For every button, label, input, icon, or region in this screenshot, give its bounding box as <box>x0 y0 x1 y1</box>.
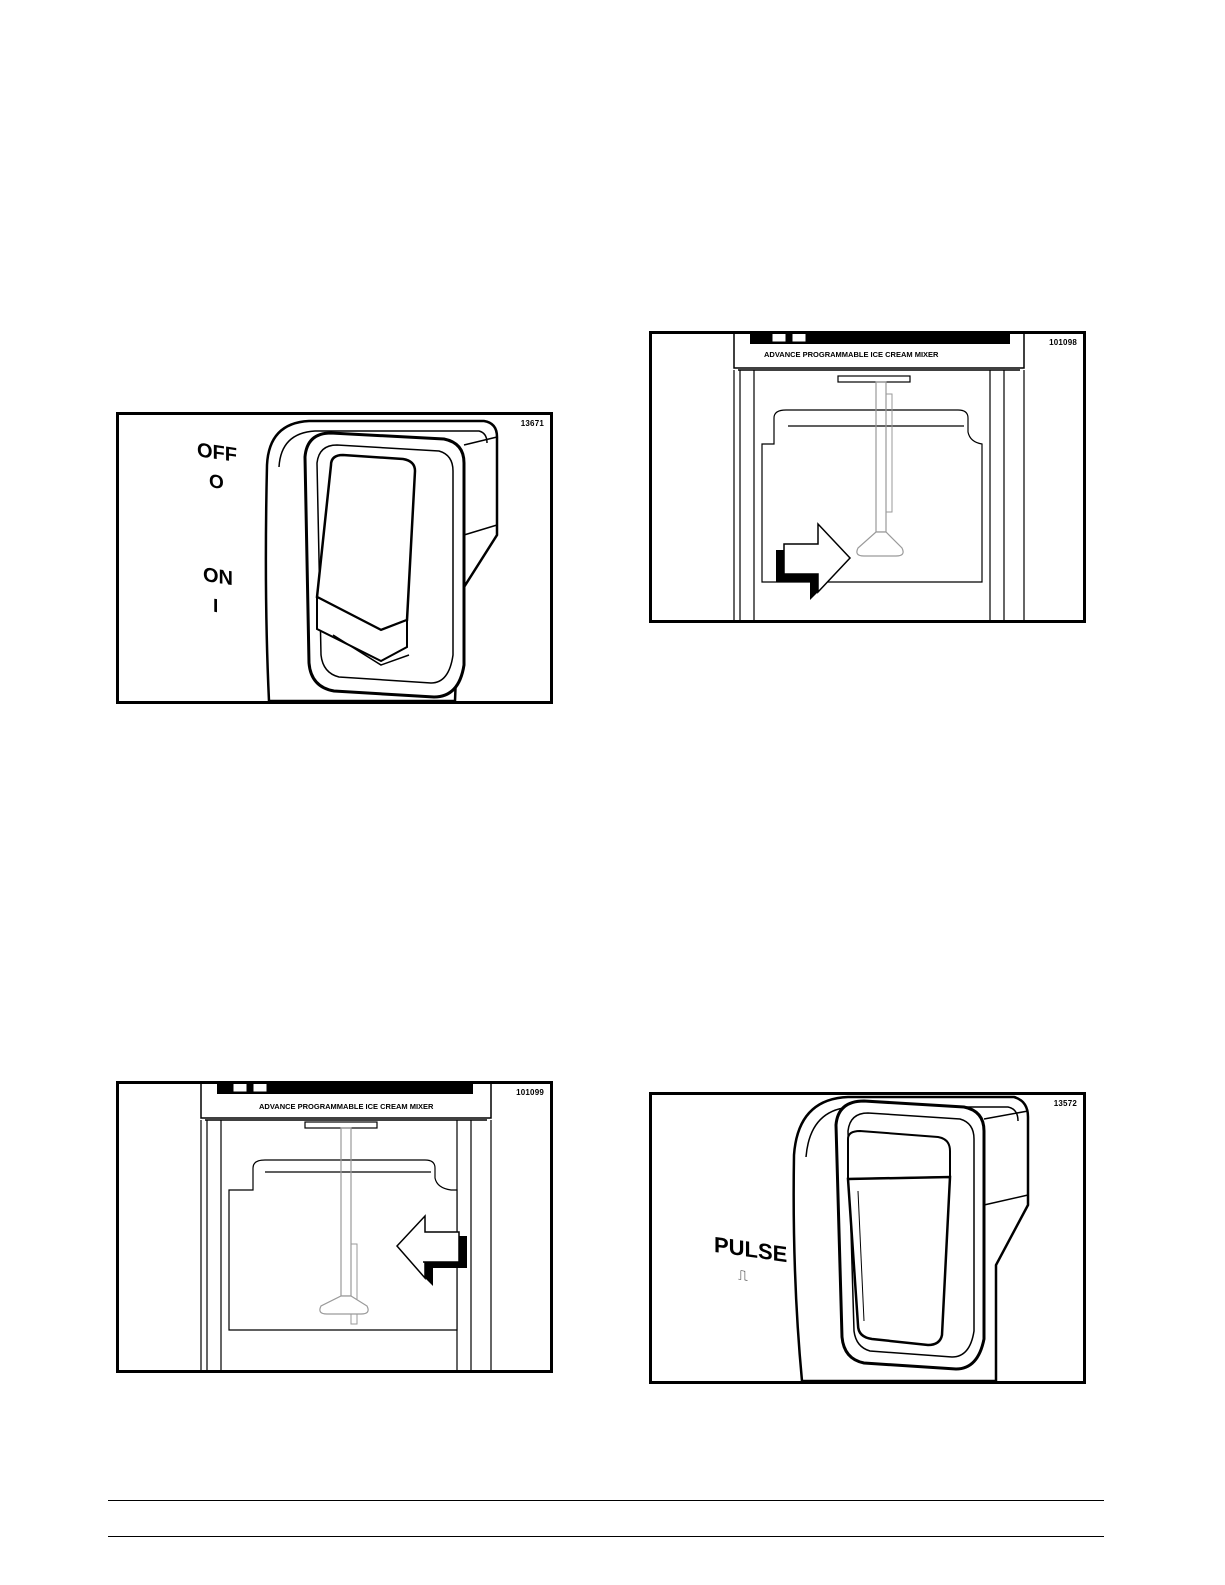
mixer-illustration <box>119 1084 550 1370</box>
off-label: OFF <box>197 440 237 466</box>
mixer-panel-title: ADVANCE PROGRAMMABLE ICE CREAM MIXER <box>764 350 938 359</box>
on-label: ON <box>203 565 233 589</box>
figure-pulse-switch: 13572 PULSE ⎍ <box>649 1092 1086 1384</box>
rocker-switch-illustration <box>119 415 550 701</box>
footer-rule-bottom <box>108 1536 1104 1537</box>
on-symbol: I <box>213 597 218 617</box>
mixer-panel-title: ADVANCE PROGRAMMABLE ICE CREAM MIXER <box>259 1102 433 1111</box>
figure-mixer-raised: 101099 ADVANCE PROGRAMMABLE ICE CREAM MI… <box>116 1081 553 1373</box>
figure-power-switch: 13671 OFF O ON I <box>116 412 553 704</box>
footer-rule-top <box>108 1500 1104 1501</box>
figure-mixer-lowered: 101098 ADVANCE PROGRAMMABLE ICE CREAM MI… <box>649 331 1086 623</box>
pulse-symbol-icon: ⎍ <box>738 1268 748 1283</box>
off-symbol: O <box>209 472 224 493</box>
mixer-illustration <box>652 334 1083 620</box>
